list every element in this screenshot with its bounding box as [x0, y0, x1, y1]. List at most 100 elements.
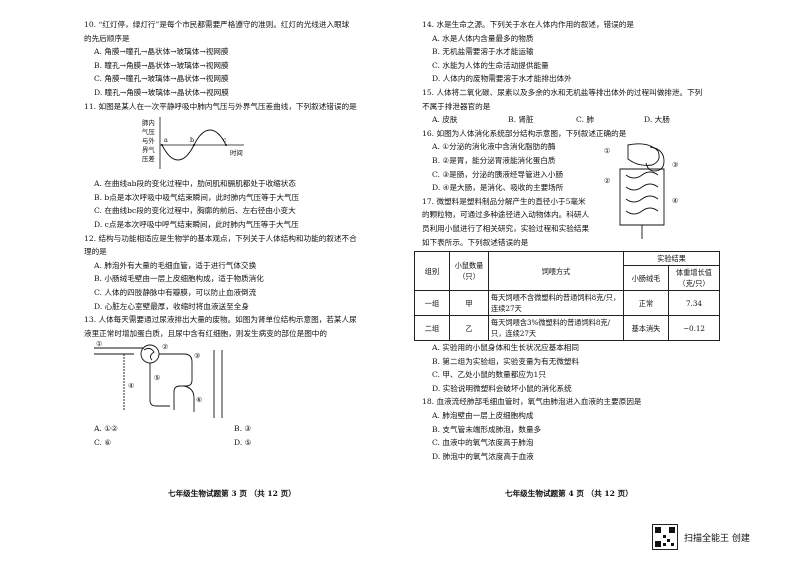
q11-option-b: B. b点是本次呼吸中吸气结束瞬间，此时肺内气压等于大气压	[94, 192, 300, 202]
ylabel-line-5: 压差	[142, 154, 155, 163]
q11-option-c: C. 在曲线bc段的变化过程中，胸廓的前后、左右径由小变大	[94, 206, 296, 216]
q18-option-b: B. 支气管末端形成肺泡，数量多	[432, 424, 542, 434]
q14-option-d: D. 人体内的废物需要溶于水才能排出体外	[432, 74, 572, 84]
th-weight: 体重增长值（克/只）	[668, 265, 720, 292]
q18-option-d: D. 肺泡中的氧气浓度高于血液	[432, 451, 534, 461]
watermark-text: 扫描全能王 创建	[684, 533, 750, 544]
q17-line-2: 的颗粒物，可通过多种途径进入动物体内。科研人	[422, 210, 590, 220]
q18-option-a: A. 肺泡壁由一层上皮细胞构成	[432, 411, 534, 421]
q10-option-b: B. 瞳孔→角膜→晶状体→玻璃体→视网膜	[94, 60, 229, 70]
q13-answers-row-1: A. ①② B. ③	[84, 422, 399, 436]
q15-stem-cont: 不属于排泄器官的是	[422, 101, 491, 111]
small-intestine	[625, 171, 659, 215]
large-intestine	[619, 168, 665, 226]
q15-answers: A. 皮肤 B. 肾脏 C. 肺 D. 大肠	[422, 113, 722, 127]
q13-answer-a: A. ①②	[94, 424, 118, 434]
q13-answers-row-2: C. ⑥ D. ⑤	[84, 436, 399, 450]
q13-answer-b: B. ③	[234, 424, 252, 434]
q15-answer-c: C. 肺	[576, 115, 594, 125]
th-mice: 小鼠数量（只）	[449, 251, 489, 292]
cell-villi: 基本消失	[623, 315, 669, 342]
q11-option-a: A. 在曲线ab段的变化过程中，肋间肌和膈肌都处于收缩状态	[94, 179, 296, 189]
left-column: 10. “红灯停，绿灯行”是每个市民都需要严格遵守的准则。红灯的光线进入眼球 的…	[84, 18, 399, 449]
ylabel-line-4: 界气	[142, 145, 155, 154]
cell-feed: 每天饲喂含3%微塑料的普通饲料8克/只，连续27天	[488, 315, 624, 342]
point-c-marker	[225, 144, 227, 147]
q11-option-d: D. c点是本次呼吸中呼气结束瞬间，此时肺内气压等于大气压	[94, 219, 299, 229]
stomach	[645, 146, 665, 172]
label-3: ③	[194, 352, 200, 360]
q16-option-b: B. ②是胃，能分泌胃液能消化蛋白质	[432, 155, 556, 165]
page-footer-left: 七年级生物试题第 3 页 （共 12 页）	[168, 489, 296, 498]
q17-option-a: A. 实验用的小鼠身体和生长状况应基本相同	[432, 343, 579, 353]
q17-option-d: D. 实验说明微塑料会破坏小鼠的消化系统	[432, 383, 572, 393]
q10-stem-cont: 的先后顺序是	[84, 33, 130, 43]
q12-option-a: A. 肺泡外有大量的毛细血管，适于进行气体交换	[94, 260, 257, 270]
right-column: 14. 水是生命之源。下列关于水在人体内作用的叙述，错误的是 A. 水是人体内含…	[414, 18, 722, 463]
q12-option-b: B. 小肠绒毛壁由一层上皮细胞构成，适于物质消化	[94, 274, 264, 284]
label-1: ①	[96, 340, 102, 348]
experiment-table: 组别 小鼠数量（只） 饲喂方式 实验结果 小肠绒毛 体重增长值（克/只） 一组 …	[414, 251, 720, 342]
ylabel-line-3: 与外	[142, 136, 155, 145]
q17-line-1: 17. 微塑料是塑料制品分解产生的直径小于5毫米	[422, 196, 586, 206]
q10-stem: 10. “红灯停，绿灯行”是每个市民都需要严格遵守的准则。红灯的光线进入眼球	[84, 20, 350, 29]
q16-option-d: D. ④是大肠，是消化、吸收的主要场所	[432, 183, 564, 193]
q17-line-3: 员利用小鼠进行了相关研究，实验过程和实验结果	[422, 223, 590, 233]
fig16-label-4: ④	[672, 197, 678, 205]
q17-option-b: B. 第二组为实验组，实验变量为有无微塑料	[432, 356, 580, 366]
point-b-marker	[193, 144, 195, 147]
q15-answer-b: B. 肾脏	[508, 115, 534, 125]
cell-villi: 正常	[623, 290, 669, 317]
q15-answer-a: A. 皮肤	[432, 115, 458, 125]
fig16-label-1: ①	[604, 147, 610, 155]
label-6: ⑥	[196, 396, 202, 404]
cell-group: 一组	[414, 290, 450, 317]
table-row: 二组 乙 每天饲喂含3%微塑料的普通饲料8克/只，连续27天 基本消失 −0.1…	[414, 315, 720, 342]
q16-option-c: C. ③是肠，分泌的胰液经导管进入小肠	[432, 169, 564, 179]
renal-tubule	[159, 353, 193, 411]
th-result: 实验结果	[623, 251, 720, 267]
q13-stem: 13. 人体每天需要通过尿液排出大量的废物。如图为肾单位结构示意图，若某人尿	[84, 315, 357, 325]
glomerulus	[143, 348, 155, 361]
point-c-label: c	[223, 136, 227, 144]
q16-block: 16. 如图为人体消化系统部分结构示意图，下列叙述正确的是 A. ①分泌的消化液…	[422, 127, 722, 239]
q14-option-b: B. 无机盐需要溶于水才能运输	[432, 47, 534, 57]
qr-code-icon	[652, 524, 678, 550]
ylabel-line-2: 气压	[142, 127, 155, 136]
glomerular-capsule	[140, 344, 160, 364]
th-villi: 小肠绒毛	[623, 265, 669, 292]
label-2: ②	[162, 343, 168, 351]
cell-weight: 7.34	[668, 290, 720, 317]
q10-option-d: D. 瞳孔→角膜→玻璃体→晶状体→视网膜	[94, 87, 229, 97]
q18-option-c: C. 血液中的氧气浓度高于肺泡	[432, 438, 534, 448]
cell-group: 二组	[414, 315, 450, 342]
q12-stem: 12. 结构与功能相适应是生物学的基本观点，下列关于人体结构和功能的叙述不合	[84, 233, 357, 243]
q16-stem: 16. 如图为人体消化系统部分结构示意图，下列叙述正确的是	[422, 128, 627, 138]
point-b-label: b	[190, 136, 194, 144]
th-feed: 饲喂方式	[488, 251, 624, 292]
q13-answer-d: D. ⑤	[234, 437, 252, 447]
collecting-duct	[213, 350, 223, 419]
loop	[183, 385, 195, 413]
q18-stem: 18. 血液流经肺部毛细血管时，氧气由肺泡进入血液的主要原因是	[422, 397, 642, 407]
q17-line-4: 如下表所示。下列叙述错误的是	[422, 237, 529, 247]
cell-mice: 甲	[449, 290, 489, 317]
q12-option-c: C. 人体的四肢静脉中有瓣膜，可以防止血液倒流	[94, 287, 257, 297]
q15-answer-d: D. 大肠	[644, 115, 670, 125]
scanner-watermark: 扫描全能王 创建	[652, 524, 750, 550]
label-4: ④	[128, 382, 134, 390]
q15-stem: 15. 人体将二氧化碳、尿素以及多余的水和无机盐等排出体外的过程叫做排泄。下列	[422, 87, 703, 97]
cell-feed: 每天饲喂不含微塑料的普通饲料8克/只，连续27天	[488, 290, 624, 317]
point-a-label: a	[164, 136, 168, 144]
x-axis-label: 时间	[230, 148, 243, 157]
q11-stem: 11. 如图是某人在一次平静呼吸中肺内气压与外界气压差曲线，下列叙述错误的是	[84, 101, 357, 111]
q13-stem-cont: 液里正常时增加蛋白质，且尿中含有红细胞，则发生病变的部位是图中的	[84, 328, 327, 338]
ylabel-line-1: 肺内	[142, 118, 155, 127]
q12-stem-cont: 理的是	[84, 247, 107, 257]
q14-option-c: C. 水能为人体的生命活动提供能量	[432, 60, 549, 70]
q16-option-a: A. ①分泌的消化液中含消化脂肪的酶	[432, 142, 556, 152]
digestive-system-figure: ① ② ③ ④	[604, 143, 678, 239]
q14-stem: 14. 水是生命之源。下列关于水在人体内作用的叙述，错误的是	[422, 20, 634, 29]
cell-weight: −0.12	[668, 315, 720, 342]
